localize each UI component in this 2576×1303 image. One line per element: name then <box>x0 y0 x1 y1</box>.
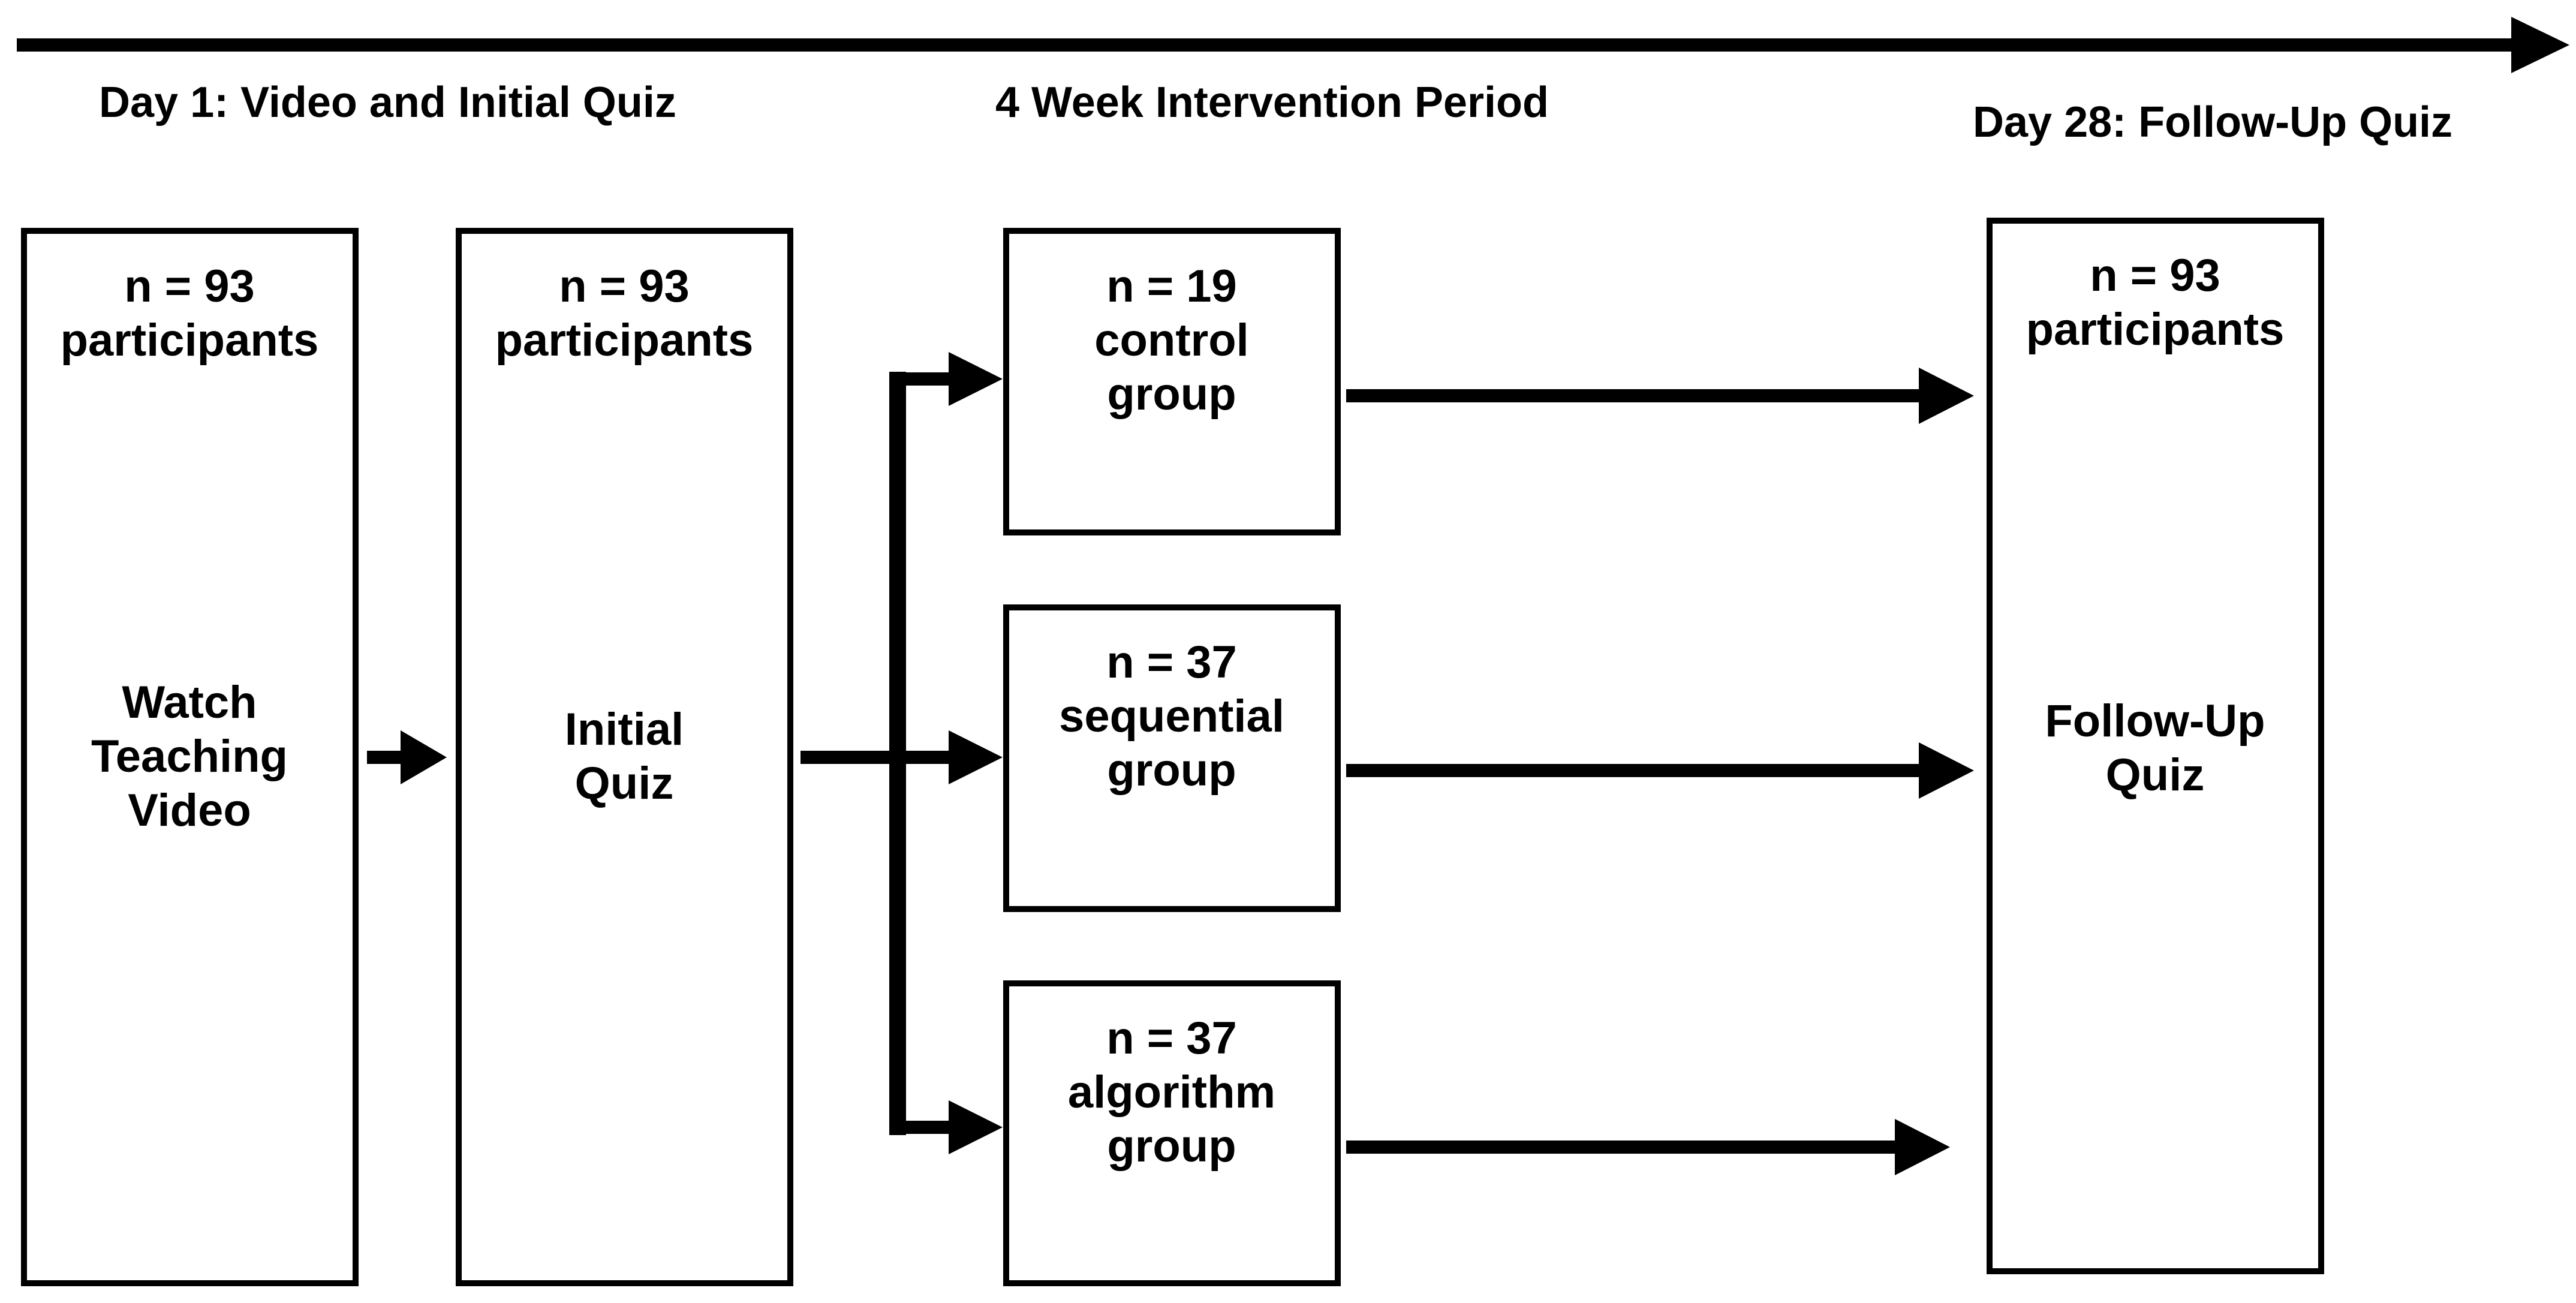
phase-label-day1: Day 1: Video and Initial Quiz <box>99 79 676 127</box>
follow-up-quiz-box: n = 93 participants Follow-Up Quiz <box>1987 218 2324 1274</box>
follow-up-quiz-box-frame <box>1987 218 2324 1274</box>
arrow-sequential-to-followup <box>1346 742 1974 799</box>
branch-connector <box>801 352 1003 1154</box>
follow-up-quiz-count: n = 93 <box>2090 250 2220 301</box>
control-group-box: n = 19 control group <box>1003 228 1341 535</box>
arrowhead-control <box>949 352 1003 406</box>
initial-quiz-box-frame <box>456 228 793 1286</box>
arrowhead-sequential <box>949 730 1003 784</box>
arrowhead <box>401 730 447 784</box>
control-group-label-line-2: group <box>1107 369 1236 420</box>
follow-up-quiz-count-label: participants <box>2026 304 2285 355</box>
initial-quiz-title-line-1: Initial <box>565 704 684 755</box>
watch-video-title-line-3: Video <box>128 785 251 836</box>
watch-video-box: n = 93 participants Watch Teaching Video <box>21 228 359 1286</box>
timeline-arrowhead <box>2511 17 2569 73</box>
follow-up-quiz-title-line-1: Follow-Up <box>2045 696 2265 747</box>
timeline-arrow <box>17 17 2569 73</box>
arrow-video-to-quiz <box>367 730 447 784</box>
control-group-count: n = 19 <box>1106 261 1237 312</box>
arrowhead <box>1919 742 1974 799</box>
watch-video-count-label: participants <box>61 315 319 366</box>
initial-quiz-title-line-2: Quiz <box>575 758 674 809</box>
algorithm-group-label-line-1: algorithm <box>1068 1067 1275 1118</box>
algorithm-group-box-frame <box>1003 980 1341 1286</box>
arrowhead <box>1895 1119 1950 1175</box>
arrowhead <box>1919 368 1974 424</box>
arrow-control-to-followup <box>1346 368 1974 424</box>
sequential-group-count: n = 37 <box>1106 637 1237 688</box>
initial-quiz-box: n = 93 participants Initial Quiz <box>456 228 793 1286</box>
algorithm-group-label-line-2: group <box>1107 1121 1236 1172</box>
watch-video-count: n = 93 <box>124 261 255 312</box>
sequential-group-label-line-2: group <box>1107 745 1236 796</box>
sequential-group-label-line-1: sequential <box>1059 691 1284 742</box>
control-group-box-frame <box>1003 228 1341 535</box>
follow-up-quiz-title-line-2: Quiz <box>2106 750 2205 801</box>
sequential-group-box-frame <box>1003 604 1341 912</box>
watch-video-title-line-2: Teaching <box>91 731 288 782</box>
arrowhead-algorithm <box>949 1100 1003 1154</box>
phase-label-day28: Day 28: Follow-Up Quiz <box>1973 98 2452 146</box>
algorithm-group-box: n = 37 algorithm group <box>1003 980 1341 1286</box>
algorithm-group-count: n = 37 <box>1106 1013 1237 1064</box>
arrow-algorithm-to-followup <box>1346 1119 1950 1175</box>
control-group-label-line-1: control <box>1094 315 1249 366</box>
initial-quiz-count: n = 93 <box>559 261 690 312</box>
phase-label-intervention: 4 Week Intervention Period <box>995 79 1549 127</box>
watch-video-title-line-1: Watch <box>122 677 257 728</box>
sequential-group-box: n = 37 sequential group <box>1003 604 1341 912</box>
initial-quiz-count-label: participants <box>495 315 754 366</box>
watch-video-box-frame <box>21 228 359 1286</box>
